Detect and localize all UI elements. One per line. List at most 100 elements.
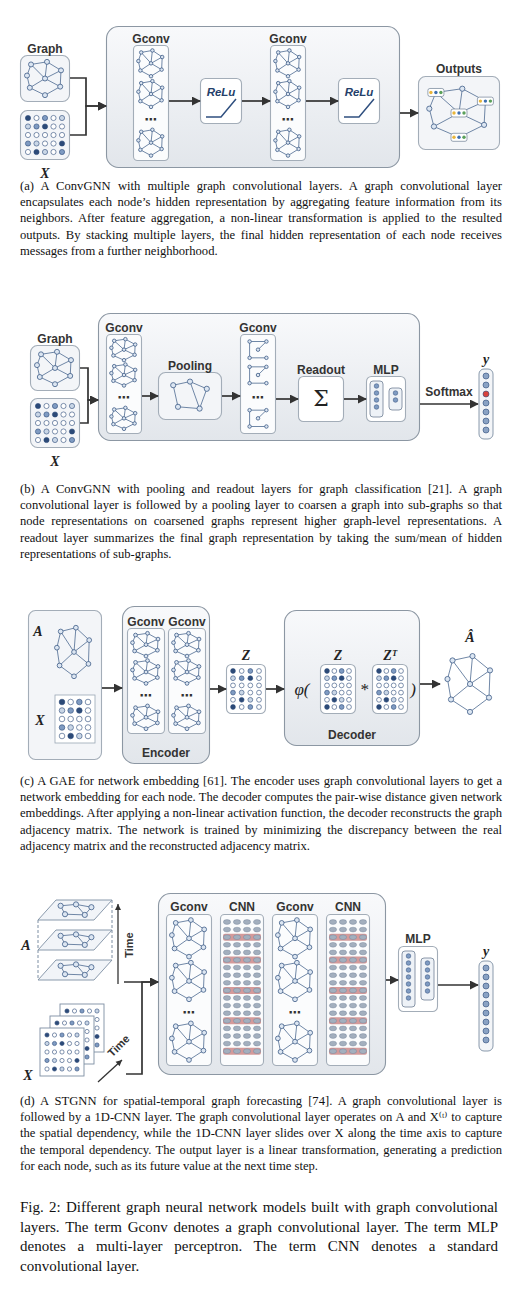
node-illustration [418, 76, 500, 150]
graph-edge [141, 132, 151, 143]
matrix-entry [248, 690, 253, 695]
subfigure-caption: (d) A STGNN for spatial-temporal graph f… [20, 1093, 502, 1174]
text-holder: Gconv [239, 318, 276, 336]
graph-vertex [160, 99, 164, 103]
sequence-entry [233, 973, 240, 978]
sequence-entry [253, 973, 260, 978]
graph-vertex [58, 629, 63, 634]
graph-vertex [187, 979, 192, 984]
graph-edge [250, 366, 267, 367]
flow-arrow [242, 100, 270, 102]
sequence-entry [233, 1018, 240, 1023]
sequence-entry [253, 942, 260, 947]
node-text: Z [242, 648, 251, 664]
graph-vertex [68, 373, 73, 378]
graph-vertex [146, 659, 150, 663]
graph-vertex [170, 1036, 175, 1041]
node-illustration [30, 345, 80, 391]
sequence-entry [223, 935, 230, 940]
graph-vertex [288, 49, 292, 53]
node-illustration [127, 628, 165, 734]
node-text: Gconv [132, 33, 169, 47]
matrix-entry [257, 669, 262, 674]
graph-vertex [110, 371, 114, 375]
graph-vertex [293, 979, 298, 984]
matrix-entry [59, 132, 64, 137]
text-holder: X [23, 1066, 32, 1084]
matrix-entry [67, 1050, 71, 1054]
graph-vertex [55, 349, 60, 354]
sequence-entry [359, 1049, 366, 1054]
graph-edge [141, 83, 151, 94]
arrow-head [116, 1060, 122, 1066]
graph-vertex [160, 135, 164, 139]
matrix-entry [332, 676, 337, 681]
node-text: Pooling [168, 360, 212, 374]
reconstructed-graph: Â [440, 648, 500, 720]
sequence-entry [243, 965, 250, 970]
text-holder: X [35, 711, 44, 729]
node-outline [327, 915, 370, 1066]
graph-vertex [112, 364, 116, 368]
graph-vertex [89, 965, 94, 970]
sequence-entry [359, 1018, 366, 1023]
flow-arrow [142, 395, 158, 397]
graph-vertex [175, 404, 180, 409]
model-panel: Gconv⋯CNNGconv⋯CNN [158, 893, 386, 1075]
node-illustration [20, 55, 70, 102]
node-outline [285, 611, 420, 746]
sequence-entry [349, 1034, 356, 1039]
sequence-entry [359, 950, 366, 955]
node-illustration [326, 914, 370, 1066]
graph-vertex [248, 340, 252, 344]
sequence-entry [223, 965, 230, 970]
graph-vertex [149, 154, 153, 158]
node-outline [273, 915, 318, 1066]
text-holder: CNN [335, 897, 361, 915]
feature-matrix: X [20, 110, 70, 160]
graph-vertex [133, 368, 137, 372]
layer-vector [402, 951, 415, 1007]
matrix-entry [325, 669, 330, 674]
graph-edge [249, 367, 250, 383]
graph-edge [470, 698, 489, 712]
text-holder: Time [119, 932, 137, 957]
illustration-group [402, 951, 434, 1007]
matrix-entry [332, 690, 337, 695]
sequence-entry [253, 1018, 260, 1023]
model-panel: Gconv⋯ReLuGconv⋯ReLu [106, 26, 400, 168]
flow-arrow [420, 403, 478, 405]
graph-vertex [144, 682, 148, 686]
conv-window [223, 934, 261, 941]
sequence-entry [233, 1049, 240, 1054]
matrix-entry [51, 149, 56, 154]
sequence-entry [243, 1003, 250, 1008]
conv-window [223, 957, 261, 964]
sequence-entry [233, 980, 240, 985]
graph-vertex [62, 972, 67, 977]
neuron [425, 982, 430, 987]
sequence-entry [243, 1011, 250, 1016]
sequence-entry [349, 1018, 356, 1023]
matrix-entry [95, 1009, 99, 1013]
graph-vertex [124, 337, 128, 341]
graph-vertex [139, 99, 143, 103]
graph-vertex [82, 942, 87, 947]
cnn-layer: CNN [220, 914, 264, 1066]
graph-vertex [308, 1030, 313, 1035]
sequence-entry [223, 1011, 230, 1016]
neuron [406, 968, 411, 973]
sequence-entry [253, 1003, 260, 1008]
matrix-entry [69, 403, 74, 408]
matrix-entry [75, 1050, 79, 1054]
node-text: ⋯ [145, 113, 158, 128]
sequence-entry [329, 1041, 336, 1046]
text-holder: Gconv [105, 318, 142, 336]
matrix-entry [95, 1017, 99, 1021]
conv-window [329, 934, 367, 941]
node-illustration [30, 398, 80, 448]
node-outline [419, 77, 500, 150]
graph-edge [74, 652, 88, 664]
node-illustration [220, 914, 264, 1066]
graph-vertex [160, 55, 164, 59]
